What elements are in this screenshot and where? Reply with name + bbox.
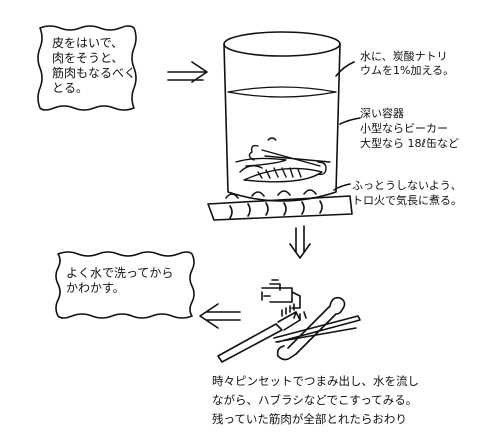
container-note: 深い容器 小型ならビーカー 大型なら 18ℓ缶など	[360, 107, 460, 150]
step1-note: 皮をはいで、 肉をそうと、 筋肉もなるべく とる。	[52, 36, 137, 95]
burner-icon	[207, 189, 353, 221]
faucet-icon	[261, 279, 307, 321]
note-box-step1	[37, 25, 137, 111]
arrow-down-icon	[289, 225, 311, 259]
arrow-left-icon	[199, 303, 241, 329]
additive-note: 水に、炭酸ナトリ ウムを1%加える。	[360, 50, 455, 77]
step3-note: よく水で洗ってから かわかす。	[66, 266, 174, 295]
arrow-right-icon	[167, 61, 208, 83]
toothbrush-icon	[217, 303, 301, 363]
note-box-step3	[55, 251, 195, 319]
bones-in-beaker	[235, 137, 331, 183]
heating-note: ふっとうしないよう、 トロ火で気長に煮る。	[352, 179, 462, 207]
leader-line-additive	[335, 61, 355, 77]
beaker	[223, 31, 341, 202]
step2-note: 時々ピンセットでつまみ出し、水を流し ながら、ハブラシなどでこすってみる。 残っ…	[212, 374, 419, 426]
leader-line-container	[339, 117, 361, 125]
bone-icon	[276, 296, 346, 361]
leader-line-heating	[333, 183, 351, 191]
